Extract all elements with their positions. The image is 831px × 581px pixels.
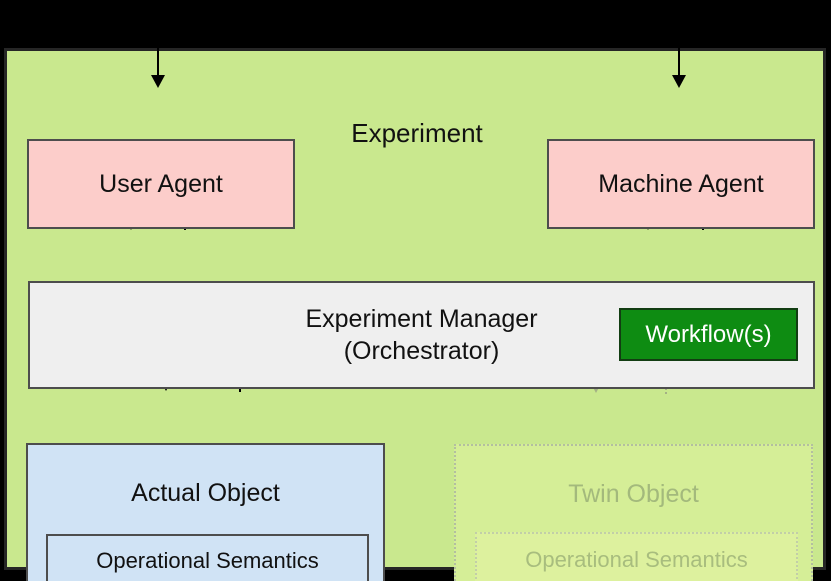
experiment-manager-label-line1: Experiment Manager bbox=[305, 305, 538, 333]
machine-agent-label: Machine Agent bbox=[598, 169, 764, 198]
twin-object-label: Twin Object bbox=[568, 480, 699, 508]
actual-operational-semantics-node: Operational Semantics bbox=[46, 534, 369, 581]
arrow-line-into-machine-agent bbox=[678, 48, 680, 77]
experiment-boundary: Experiment User Agent Machine Agent Expe… bbox=[4, 48, 826, 581]
twin-object-node: Twin Object Operational Semantics bbox=[454, 444, 813, 581]
user-agent-label: User Agent bbox=[99, 169, 223, 198]
actual-operational-semantics-label: Operational Semantics bbox=[96, 547, 319, 573]
user-agent-node: User Agent bbox=[27, 139, 295, 229]
experiment-manager-node: Experiment Manager (Orchestrator) bbox=[28, 281, 815, 389]
arrowhead-into-machine-agent bbox=[672, 75, 686, 88]
workflow-label: Workflow(s) bbox=[645, 320, 772, 348]
arrowhead-into-user-agent bbox=[151, 75, 165, 88]
actual-object-label: Actual Object bbox=[131, 479, 280, 507]
actual-object-node: Actual Object Operational Semantics bbox=[26, 443, 385, 581]
twin-operational-semantics-node: Operational Semantics bbox=[475, 532, 798, 581]
diagram-title: Experiment bbox=[351, 118, 483, 148]
twin-operational-semantics-label: Operational Semantics bbox=[525, 546, 748, 572]
workflow-node: Workflow(s) bbox=[619, 308, 798, 361]
arrow-line-into-user-agent bbox=[157, 48, 159, 77]
machine-agent-node: Machine Agent bbox=[547, 139, 815, 229]
experiment-manager-label-line2: (Orchestrator) bbox=[343, 337, 500, 365]
